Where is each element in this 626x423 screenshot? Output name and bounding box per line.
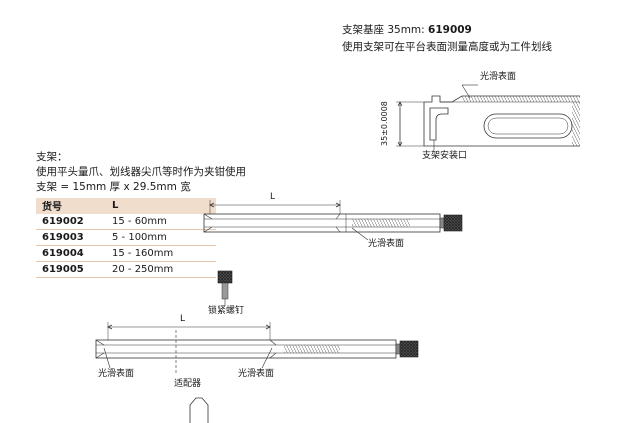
base-body-top — [424, 95, 580, 103]
base-mount-slot — [429, 107, 449, 141]
cell-length: 20 - 250mm — [106, 261, 216, 278]
header-length: L — [106, 198, 216, 214]
cell-length: 15 - 160mm — [106, 245, 216, 262]
holder-title: 支架： — [36, 151, 68, 163]
drawing2-label-smooth-left: 光滑表面 — [98, 369, 135, 379]
base-label-smooth: 光滑表面 — [480, 72, 517, 82]
drawing1-label-smooth: 光滑表面 — [368, 239, 405, 249]
base-code: 619009 — [428, 24, 472, 36]
drawing2-label-smooth-right: 光滑表面 — [238, 369, 275, 379]
drawing2-bar — [95, 339, 397, 359]
cell-code: 619004 — [36, 245, 106, 262]
holder-drawing-2 — [95, 270, 419, 423]
table-row: 619003 5 - 100mm — [36, 229, 216, 246]
drawing2-label-adapter: 适配器 — [174, 379, 202, 389]
drawing2-knob — [399, 340, 419, 358]
header-code: 货号 — [36, 198, 106, 214]
base-title-prefix: 支架基座 35mm: — [342, 24, 429, 36]
cell-length: 15 - 60mm — [106, 213, 216, 230]
table-row: 619005 20 - 250mm — [36, 261, 216, 278]
table-header-row: 货号 L — [36, 198, 216, 214]
holder-spec-table: 货号 L 619002 15 - 60mm 619003 5 - 100mm 6… — [36, 198, 216, 278]
table-row: 619002 15 - 60mm — [36, 213, 216, 230]
drawing2-dim-label: L — [180, 314, 186, 324]
holder-size: 支架 = 15mm 厚 x 29.5mm 宽 — [36, 181, 191, 193]
base-dimension-label: 35±0.0008 — [380, 101, 389, 146]
cell-code: 619005 — [36, 261, 106, 278]
cell-code: 619002 — [36, 213, 106, 230]
base-drawing — [396, 84, 580, 150]
drawing2-screw-knob — [217, 270, 233, 284]
drawing2-clamp-fragment — [189, 397, 209, 423]
base-leader-smooth — [461, 84, 471, 99]
holder-description: 使用平头量爪、划线器尖爪等时作为夹钳使用 — [36, 166, 246, 178]
base-description: 使用支架可在平台表面测量高度或为工件划线 — [342, 41, 552, 53]
base-label-mount: 支架安装口 — [422, 151, 468, 161]
base-body-outline — [423, 102, 580, 147]
cell-code: 619003 — [36, 229, 106, 246]
drawing2-label-screw: 锁紧螺钉 — [208, 306, 245, 316]
drawing1-dim-label: L — [270, 192, 276, 202]
table-row: 619004 15 - 160mm — [36, 245, 216, 262]
cell-length: 5 - 100mm — [106, 229, 216, 246]
holder-drawing-1 — [203, 200, 463, 241]
drawing1-knob — [443, 214, 463, 232]
base-title: 支架基座 35mm: 619009 — [342, 25, 472, 36]
base-oval-slot — [483, 113, 573, 139]
